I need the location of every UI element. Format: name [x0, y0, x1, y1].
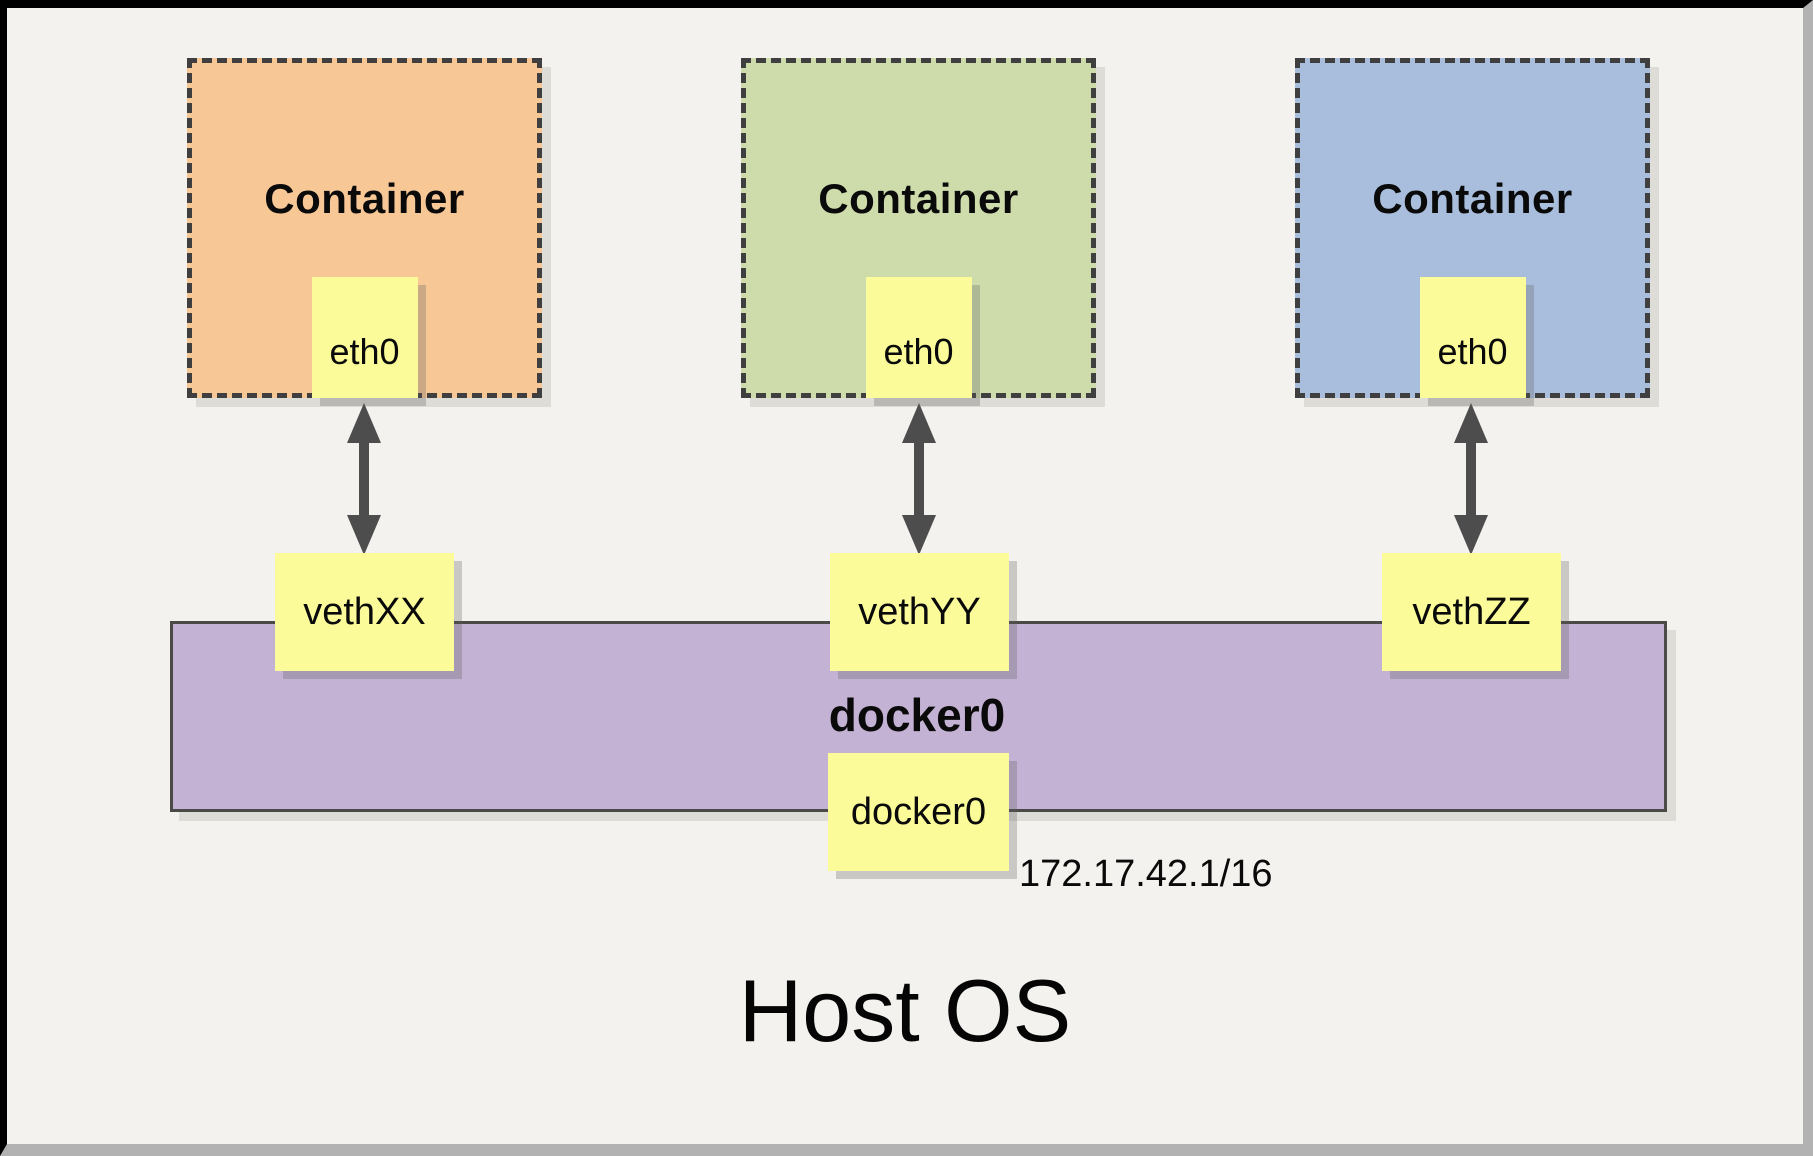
bidirectional-arrow-icon-3: [1454, 403, 1488, 555]
container-box-3: Container eth0: [1295, 58, 1650, 398]
docker0-bridge-label: docker0: [828, 689, 1006, 741]
host-os-label: Host OS: [738, 961, 1072, 1060]
container-1-eth0-box: eth0: [311, 277, 418, 398]
container-box-2: Container eth0: [741, 58, 1096, 398]
docker0-interface-box: docker0: [828, 753, 1009, 871]
container-2-title: Container: [818, 175, 1019, 222]
container-3-eth0-box: eth0: [1419, 277, 1526, 398]
veth-box-zz: vethZZ: [1382, 553, 1561, 671]
container-box-1: Container eth0: [187, 58, 542, 398]
container-2-eth0-box: eth0: [865, 277, 972, 398]
veth-box-xx: vethXX: [275, 553, 454, 671]
bridge-ip-label: 172.17.42.1/16: [1019, 853, 1273, 895]
bidirectional-arrow-icon-1: [347, 403, 381, 555]
container-3-title: Container: [1372, 175, 1573, 222]
veth-box-yy: vethYY: [830, 553, 1009, 671]
container-1-title: Container: [264, 175, 465, 222]
bidirectional-arrow-icon-2: [902, 403, 936, 555]
